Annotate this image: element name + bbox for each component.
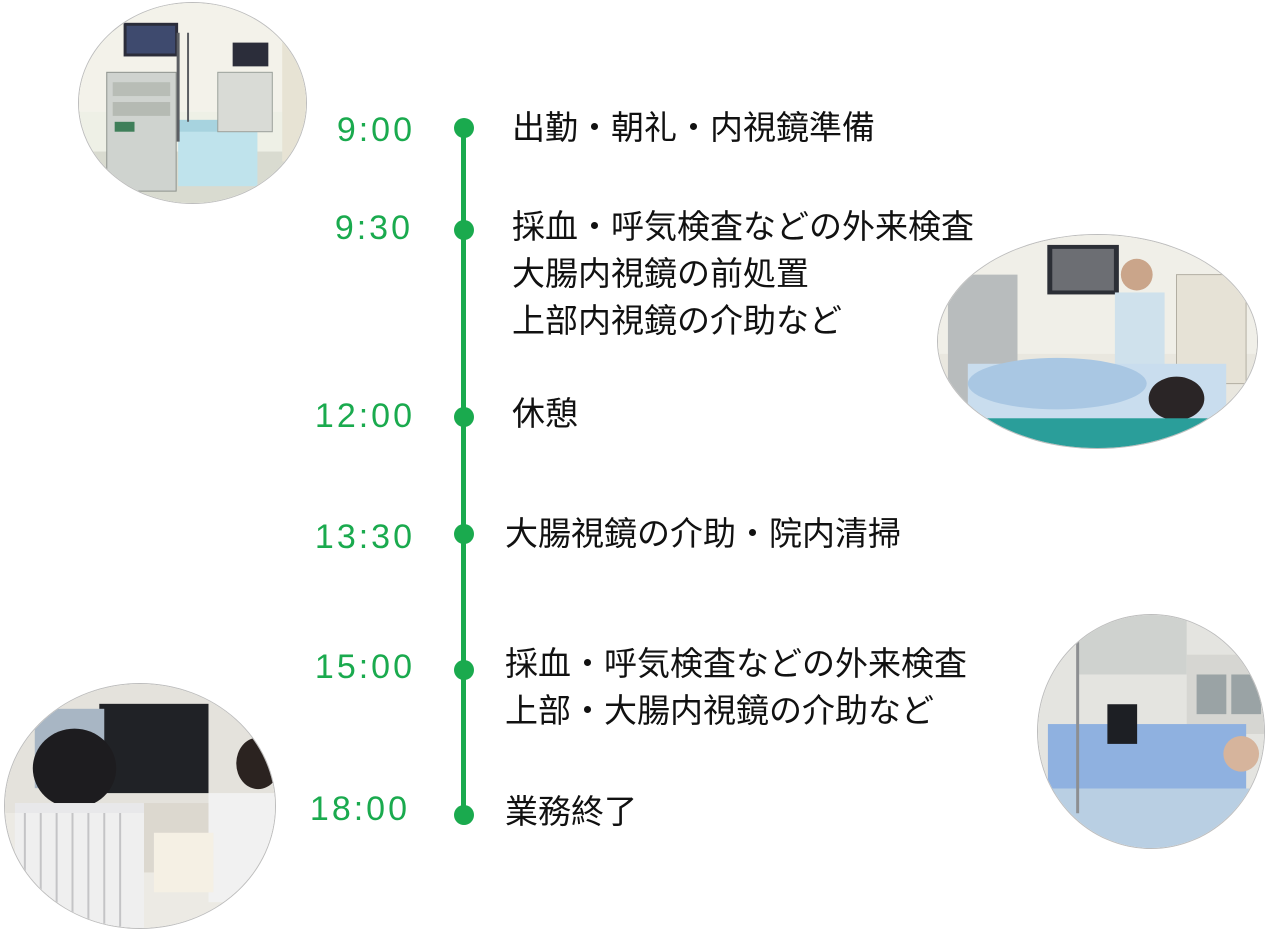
office-desk-photo: [4, 683, 276, 929]
timeline-dot: [454, 524, 474, 544]
activity-block: 出勤・朝礼・内視鏡準備: [512, 104, 875, 151]
activity-line: 上部内視鏡の介助など: [512, 301, 842, 340]
timeline-dot: [454, 407, 474, 427]
activity-block: 業務終了: [505, 788, 637, 835]
endoscopy-room-photo: [78, 2, 307, 204]
time-label: 9:30: [334, 209, 413, 247]
activity-line: 採血・呼気検査などの外来検査: [512, 207, 974, 246]
activity-line: 大腸視鏡の介助・院内清掃: [505, 514, 901, 553]
timeline-dot: [454, 118, 474, 138]
timeline-dot: [454, 805, 474, 825]
activity-line: 上部・大腸内視鏡の介助など: [505, 691, 934, 730]
activity-line: 採血・呼気検査などの外来検査: [505, 644, 967, 683]
bedside-care-photo: [1037, 614, 1265, 849]
activity-line: 大腸内視鏡の前処置: [512, 254, 809, 293]
activity-line: 業務終了: [505, 792, 637, 831]
activity-block: 大腸視鏡の介助・院内清掃: [505, 510, 901, 557]
time-label: 9:00: [336, 111, 415, 149]
activity-block: 採血・呼気検査などの外来検査 大腸内視鏡の前処置 上部内視鏡の介助など: [512, 203, 974, 344]
timeline-dot: [454, 660, 474, 680]
time-label: 15:00: [314, 648, 415, 686]
activity-block: 採血・呼気検査などの外来検査 上部・大腸内視鏡の介助など: [505, 640, 967, 734]
time-label: 18:00: [309, 790, 410, 828]
activity-line: 休憩: [512, 394, 578, 433]
endoscopy-procedure-photo: [937, 234, 1258, 449]
activity-line: 出勤・朝礼・内視鏡準備: [512, 108, 875, 147]
activity-block: 休憩: [512, 390, 578, 437]
timeline-dot: [454, 220, 474, 240]
time-label: 13:30: [314, 518, 415, 556]
time-label: 12:00: [314, 397, 415, 435]
timeline-line: [461, 126, 466, 816]
